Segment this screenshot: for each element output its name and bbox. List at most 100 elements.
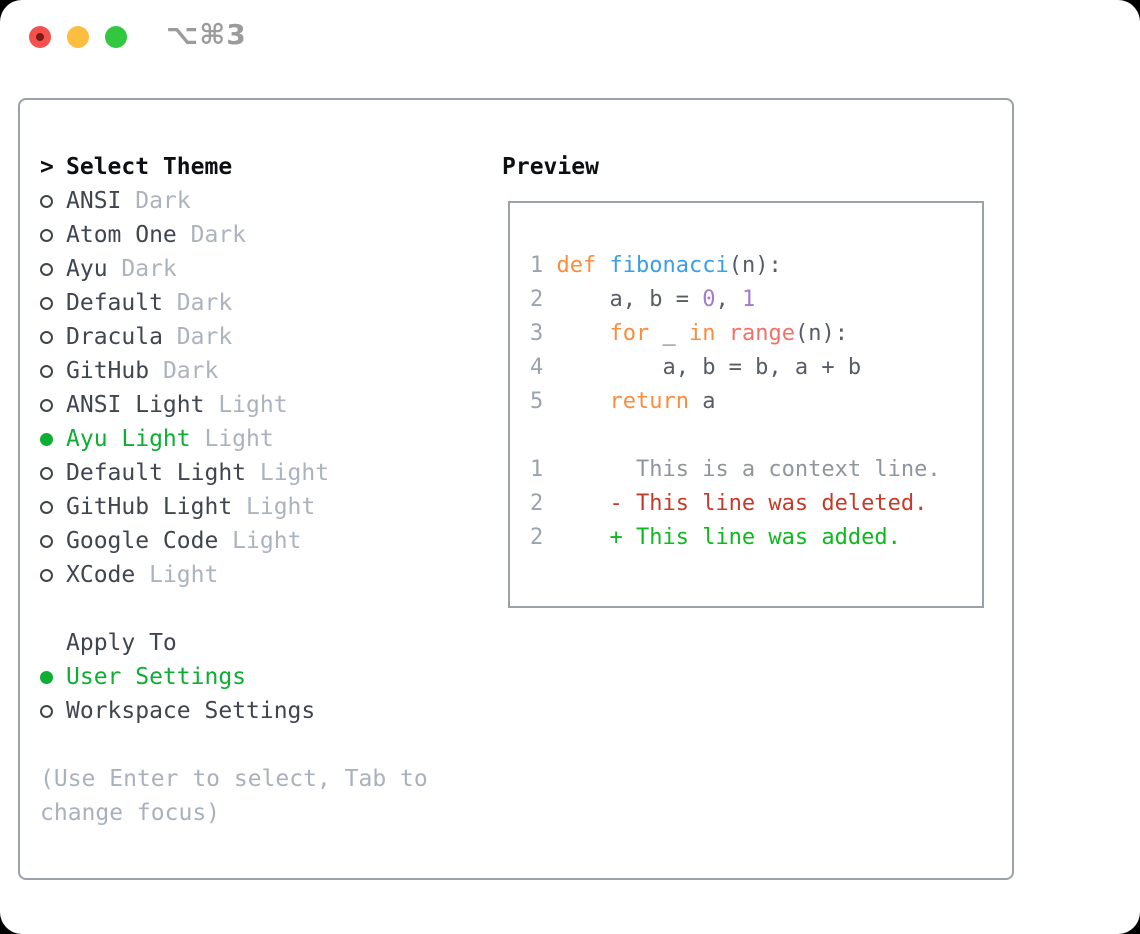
option-tag: Light xyxy=(232,494,316,520)
radio-circle xyxy=(40,534,53,548)
option-label: ANSI xyxy=(66,188,122,214)
radio-unselected-icon xyxy=(40,296,66,310)
radio-unselected-icon xyxy=(40,568,66,582)
apply-to-header-row: Apply To xyxy=(40,626,480,660)
radio-unselected-icon xyxy=(40,194,66,208)
preview-line: 4 a, b = b, a + b xyxy=(530,351,982,385)
option-label: Dracula xyxy=(66,324,163,350)
apply-to-header: Apply To xyxy=(66,630,177,656)
theme-option-google-code[interactable]: Google Code Light xyxy=(40,524,480,558)
code-segment-add: + This line was added. xyxy=(556,525,901,550)
radio-circle xyxy=(40,466,53,480)
option-tag: Light xyxy=(218,528,302,554)
code-segment-fg xyxy=(715,321,728,346)
radio-unselected-icon xyxy=(40,534,66,548)
radio-unselected-icon xyxy=(40,466,66,480)
radio-circle xyxy=(40,194,53,208)
line-number: 3 xyxy=(530,321,557,346)
record-dot-icon xyxy=(36,33,44,41)
radio-unselected-icon xyxy=(40,228,66,242)
zoom-button-icon[interactable] xyxy=(105,26,127,48)
radio-circle xyxy=(40,228,53,242)
close-button-icon[interactable] xyxy=(29,26,51,48)
theme-option-github-light[interactable]: GitHub Light Light xyxy=(40,490,480,524)
code-segment-fg: a xyxy=(688,389,716,414)
line-number: 1 xyxy=(530,457,557,482)
option-tag: Dark xyxy=(121,188,191,214)
preview-line: 1 def fibonacci(n): xyxy=(530,249,982,283)
radio-unselected-icon xyxy=(40,262,66,276)
option-tag: Dark xyxy=(176,222,247,248)
traffic-lights xyxy=(29,26,127,48)
code-segment-kw: for xyxy=(609,321,650,346)
theme-option-ansi-light[interactable]: ANSI Light Light xyxy=(40,388,480,422)
line-number: 5 xyxy=(530,389,557,414)
theme-option-dracula[interactable]: Dracula Dark xyxy=(40,320,480,354)
code-segment-ctx: This is a context line. xyxy=(556,457,941,482)
option-label: GitHub xyxy=(66,358,150,384)
line-number: 1 xyxy=(530,253,557,278)
code-segment-num: 0 xyxy=(702,287,716,312)
code-segment-fg xyxy=(557,321,610,346)
theme-option-atom-one[interactable]: Atom One Dark xyxy=(40,218,480,252)
theme-option-ayu-light[interactable]: Ayu Light Light xyxy=(40,422,480,456)
theme-option-default[interactable]: Default Dark xyxy=(40,286,480,320)
code-segment-fg: , xyxy=(715,287,742,312)
code-segment-fn: fibonacci xyxy=(609,253,729,278)
code-segment-fg xyxy=(557,389,610,414)
preview-line: 2 a, b = 0, 1 xyxy=(530,283,982,317)
minimize-button-icon[interactable] xyxy=(67,26,89,48)
option-tag: Light xyxy=(190,426,274,452)
option-tag: Dark xyxy=(107,256,177,282)
preview-line: 2 - This line was deleted. xyxy=(530,487,982,521)
option-tag: Dark xyxy=(149,358,219,384)
keyboard-hint: (Use Enter to select, Tab to change focu… xyxy=(40,766,428,826)
code-segment-kw: in xyxy=(688,321,716,346)
code-segment-fg: _ xyxy=(649,321,689,346)
theme-option-ansi[interactable]: ANSI Dark xyxy=(40,184,480,218)
theme-option-xcode[interactable]: XCode Light xyxy=(40,558,480,592)
option-label: Atom One xyxy=(66,222,177,248)
radio-selected-icon xyxy=(40,670,66,684)
apply-option-workspace-settings[interactable]: Workspace Settings xyxy=(40,694,480,728)
option-tag: Dark xyxy=(162,290,233,316)
code-segment-fg: a, b = xyxy=(556,287,703,312)
theme-list-header: Select Theme xyxy=(66,154,233,180)
radio-circle xyxy=(40,500,53,514)
prompt-caret-icon: > xyxy=(40,154,54,180)
option-label: Default xyxy=(66,290,163,316)
radio-circle xyxy=(40,568,53,582)
theme-option-default-light[interactable]: Default Light Light xyxy=(40,456,480,490)
preview-line xyxy=(530,419,982,453)
apply-option-user-settings[interactable]: User Settings xyxy=(40,660,480,694)
theme-list-header-row: > Select Theme xyxy=(40,150,480,184)
option-tag: Dark xyxy=(162,324,233,350)
line-number: 2 xyxy=(530,491,557,516)
line-number: 2 xyxy=(530,525,557,550)
option-label: User Settings xyxy=(66,664,247,690)
theme-option-ayu[interactable]: Ayu Dark xyxy=(40,252,480,286)
radio-circle xyxy=(40,364,53,378)
option-tag: Light xyxy=(135,562,219,588)
option-label: Workspace Settings xyxy=(66,698,316,724)
option-label: XCode xyxy=(66,562,136,588)
radio-circle xyxy=(40,704,53,718)
line-number: 4 xyxy=(530,355,557,380)
line-number xyxy=(530,423,543,448)
preview-line: 5 return a xyxy=(530,385,982,419)
window-title: ⌥⌘3 xyxy=(166,18,247,51)
theme-option-github[interactable]: GitHub Dark xyxy=(40,354,480,388)
preview-line: 2 + This line was added. xyxy=(530,521,982,555)
code-segment-call: range xyxy=(728,321,795,346)
option-label: Google Code xyxy=(66,528,219,554)
radio-circle xyxy=(40,670,53,684)
radio-circle xyxy=(40,262,53,276)
radio-unselected-icon xyxy=(40,704,66,718)
preview-line: 1 This is a context line. xyxy=(530,453,982,487)
